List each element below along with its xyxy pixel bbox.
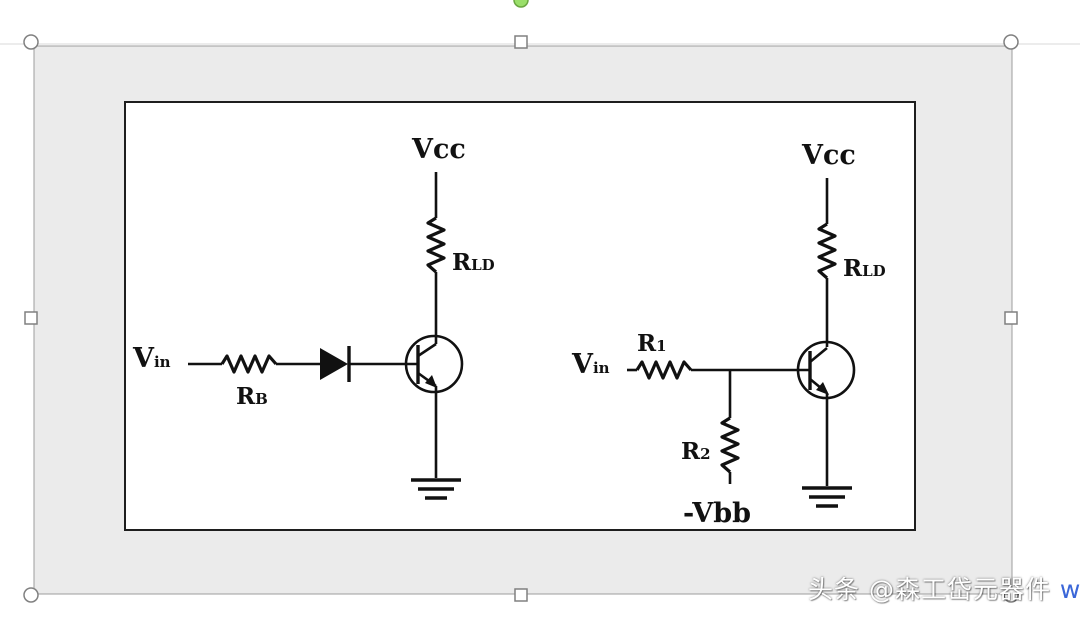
left-vin-label: Vin: [132, 343, 171, 374]
left-rb-label: RB: [236, 383, 268, 410]
handle-bottom-left[interactable]: [23, 587, 39, 603]
right-transistor-collector: [809, 346, 828, 364]
right-vbb-label: -Vbb: [683, 498, 751, 529]
left-rld-resistor: [426, 216, 446, 274]
rotate-handle[interactable]: [513, 0, 529, 8]
left-diode-triangle: [320, 348, 348, 380]
left-rld-label: RLD: [452, 249, 495, 276]
right-rld-label: RLD: [843, 255, 886, 282]
right-r1-label: R1: [637, 330, 667, 357]
watermark-source: 头条 @森工岱元器件: [808, 575, 1051, 604]
handle-top-right[interactable]: [1003, 34, 1019, 50]
left-circuit: Vcc RLD Vin: [132, 134, 495, 500]
watermark-url: www.jdwx.cn: [1059, 575, 1080, 604]
left-emitter-arrow: [425, 375, 437, 388]
right-vin-label: Vin: [571, 349, 610, 380]
right-r1-resistor: [635, 360, 693, 380]
right-vcc-label: Vcc: [801, 140, 856, 171]
handle-bottom-right[interactable]: [1003, 587, 1019, 603]
selection-handles[interactable]: [23, 0, 1019, 603]
left-transistor-collector: [417, 342, 437, 358]
left-vcc-label: Vcc: [411, 134, 466, 165]
right-r2-label: R2: [681, 438, 711, 465]
handle-bottom-mid[interactable]: [514, 588, 528, 602]
handle-mid-left[interactable]: [24, 311, 38, 325]
figure-area: [124, 101, 916, 531]
handle-mid-right[interactable]: [1004, 311, 1018, 325]
left-rb-resistor: [220, 354, 278, 374]
right-emitter-arrow: [816, 382, 829, 395]
handle-top-left[interactable]: [23, 34, 39, 50]
watermark: 头条 @森工岱元器件 www.jdwx.cn: [808, 570, 1080, 606]
handle-top-mid[interactable]: [514, 35, 528, 49]
right-r2-resistor: [720, 416, 740, 474]
right-rld-resistor: [817, 222, 837, 280]
right-circuit: Vcc RLD Vin: [571, 140, 886, 529]
